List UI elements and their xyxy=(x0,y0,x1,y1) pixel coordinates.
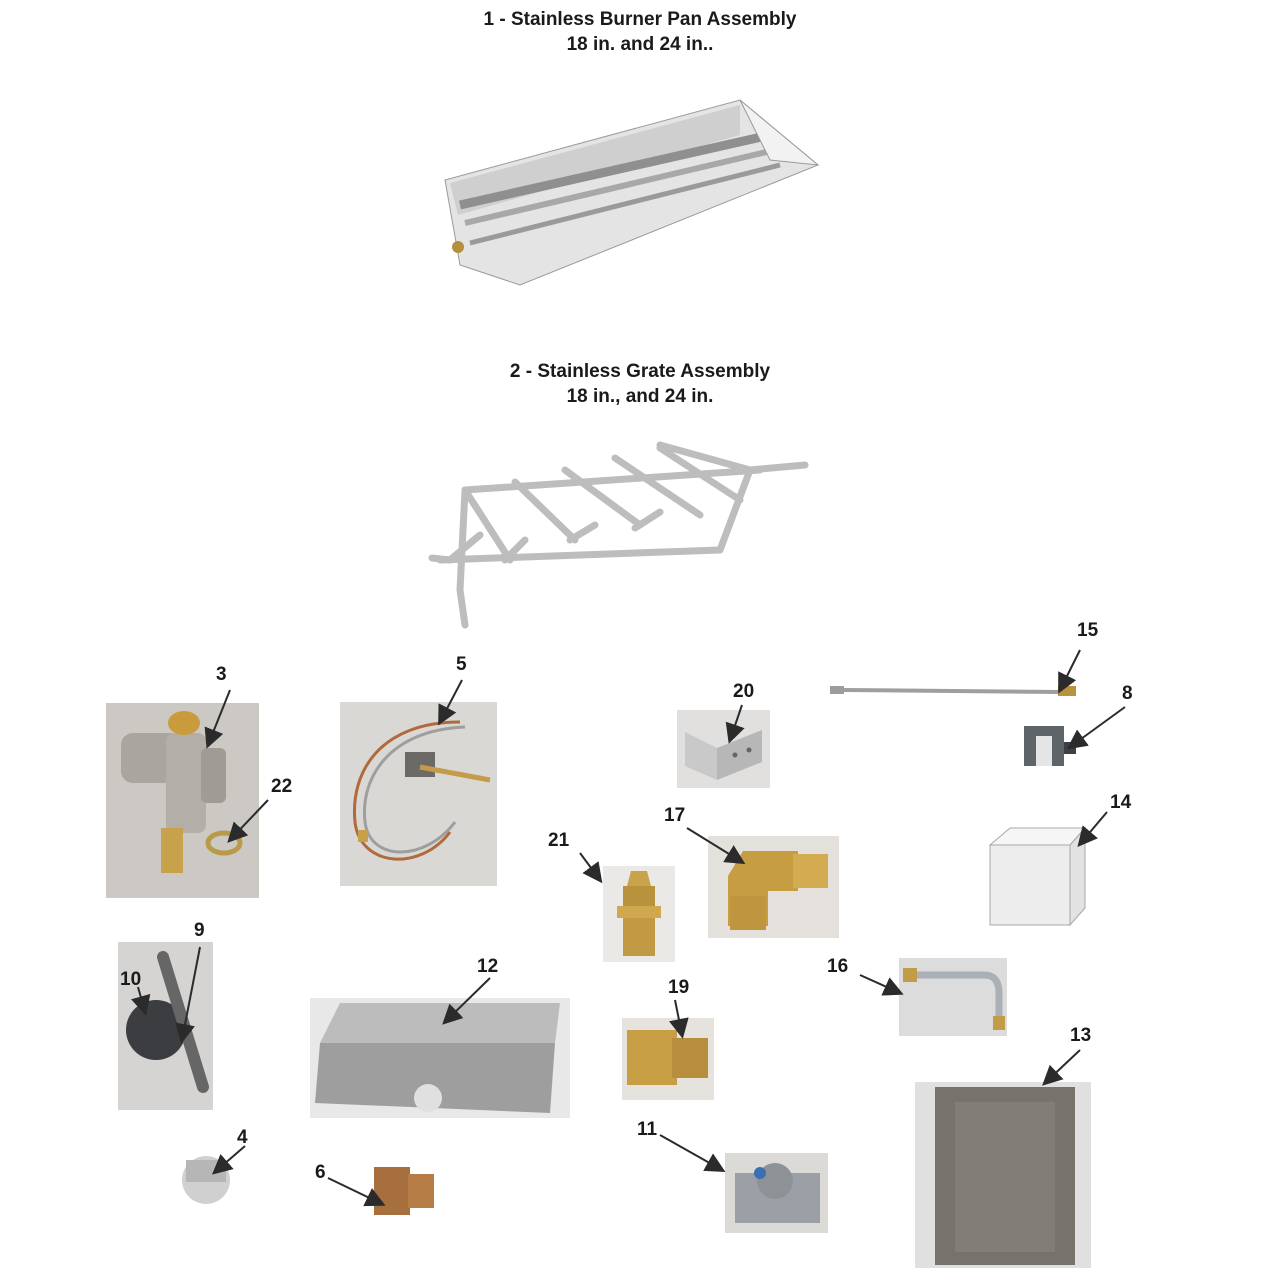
grate-title: 2 - Stainless Grate Assembly 18 in., and… xyxy=(0,359,1280,409)
callout-17: 17 xyxy=(664,805,686,826)
callout-6: 6 xyxy=(315,1162,326,1183)
callout-4: 4 xyxy=(237,1127,248,1148)
callout-11: 11 xyxy=(637,1119,658,1140)
callout-3: 3 xyxy=(216,664,227,685)
burner-pan-title-line1: 1 - Stainless Burner Pan Assembly xyxy=(483,9,797,30)
callout-14: 14 xyxy=(1110,792,1132,813)
callout-8: 8 xyxy=(1122,683,1133,704)
grate-title-line1: 2 - Stainless Grate Assembly xyxy=(509,361,771,382)
glass-box-image xyxy=(988,826,1087,927)
cover-plate-image xyxy=(310,998,570,1118)
regulator-image xyxy=(725,1153,828,1233)
media-bag-image xyxy=(915,1082,1091,1268)
key-valve-cover-image xyxy=(118,942,213,1110)
callout-9: 9 xyxy=(194,920,205,941)
fitting-6-image xyxy=(374,1167,434,1215)
elbow-17-image xyxy=(708,836,839,938)
burner-pan-title-line2: 18 in. and 24 in.. xyxy=(566,34,714,55)
clip-image xyxy=(1022,722,1080,768)
callout-10: 10 xyxy=(120,969,142,990)
burner-pan-title: 1 - Stainless Burner Pan Assembly 18 in.… xyxy=(0,7,1280,57)
coupling-19-image xyxy=(622,1018,714,1100)
callout-16: 16 xyxy=(827,956,849,977)
callout-12: 12 xyxy=(477,956,499,977)
plug-cap-image xyxy=(182,1156,230,1204)
bracket-image xyxy=(677,710,770,788)
grate-image xyxy=(428,441,809,629)
callout-21: 21 xyxy=(548,830,570,851)
burner-pan-image xyxy=(444,99,820,286)
pilot-assembly-image xyxy=(340,702,497,886)
tube-16-image xyxy=(899,958,1007,1036)
callout-22: 22 xyxy=(271,776,293,797)
callout-13: 13 xyxy=(1070,1025,1092,1046)
callout-5: 5 xyxy=(456,654,467,675)
fitting-21-image xyxy=(603,866,675,962)
gas-line-image xyxy=(830,686,1076,696)
callout-15: 15 xyxy=(1077,620,1099,641)
grate-title-line2: 18 in., and 24 in. xyxy=(566,386,714,407)
callout-20: 20 xyxy=(733,681,755,702)
gas-valve-image xyxy=(106,703,259,898)
callout-19: 19 xyxy=(668,977,690,998)
